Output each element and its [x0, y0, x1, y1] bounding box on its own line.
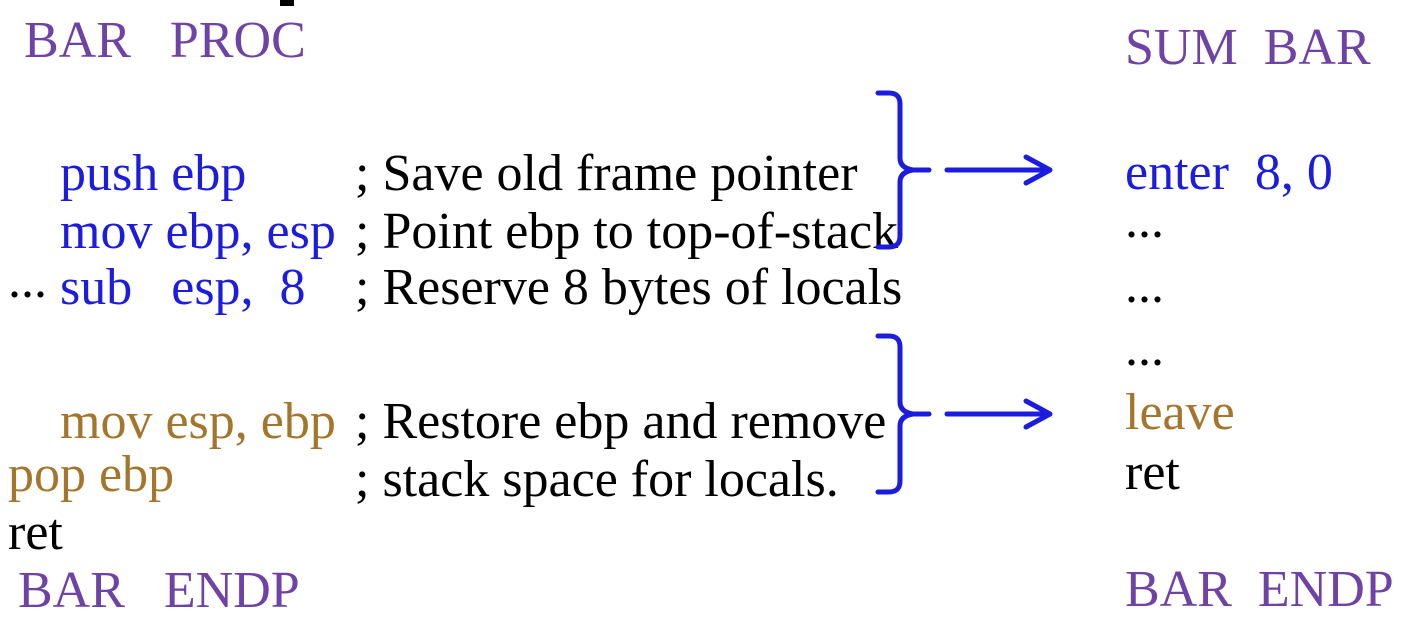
- right-sum-bar-directive: SUM BAR: [1125, 19, 1371, 76]
- ellipsis-right-1: ...: [1125, 192, 1164, 249]
- code-row-comment-continuation: ; stack space for locals.: [8, 382, 839, 577]
- comment-save-frame-pointer: ; Save old frame pointer: [355, 145, 858, 202]
- right-endp-directive: BAR ENDP: [1125, 561, 1394, 618]
- code-row-push: push ebp ; Save old frame pointer: [8, 76, 858, 271]
- instruction-push-ebp: push ebp: [60, 145, 247, 202]
- comment-restore-ebp: ; Restore ebp and remove: [355, 393, 887, 450]
- prologue-maps-to-arrow-icon: [944, 154, 1053, 186]
- ellipsis-left: ...: [8, 252, 47, 309]
- ellipsis-right-2: ...: [1125, 257, 1164, 314]
- instruction-pop-ebp: pop ebp: [8, 446, 175, 503]
- cropped-text-fragment: [280, 0, 294, 6]
- code-row-sub-esp: sub esp, 8 ; Reserve 8 bytes of locals: [8, 190, 902, 385]
- code-row-mov-esp-ebp: mov esp, ebp ; Restore ebp and remove: [8, 324, 886, 519]
- instruction-mov-ebp-esp: mov ebp, esp: [60, 203, 336, 260]
- comment-stack-space: ; stack space for locals.: [355, 451, 839, 508]
- instruction-ret-left: ret: [8, 504, 63, 561]
- comment-point-ebp: ; Point ebp to top-of-stack: [355, 203, 899, 260]
- instruction-enter-8-0: enter 8, 0: [1125, 144, 1333, 201]
- instruction-ret-right: ret: [1125, 444, 1180, 501]
- code-row-mov-ebp-esp: mov ebp, esp ; Point ebp to top-of-stack: [8, 134, 898, 329]
- comment-reserve-locals: ; Reserve 8 bytes of locals: [355, 259, 903, 316]
- epilogue-maps-to-arrow-icon: [944, 398, 1053, 430]
- ellipsis-right-3: ...: [1125, 320, 1164, 377]
- left-proc-directive: BAR PROC: [24, 12, 306, 69]
- instruction-mov-esp-ebp: mov esp, ebp: [60, 393, 336, 450]
- instruction-leave: leave: [1125, 384, 1235, 441]
- instruction-sub-esp-8: sub esp, 8: [60, 259, 306, 316]
- left-endp-directive: BAR ENDP: [18, 562, 300, 619]
